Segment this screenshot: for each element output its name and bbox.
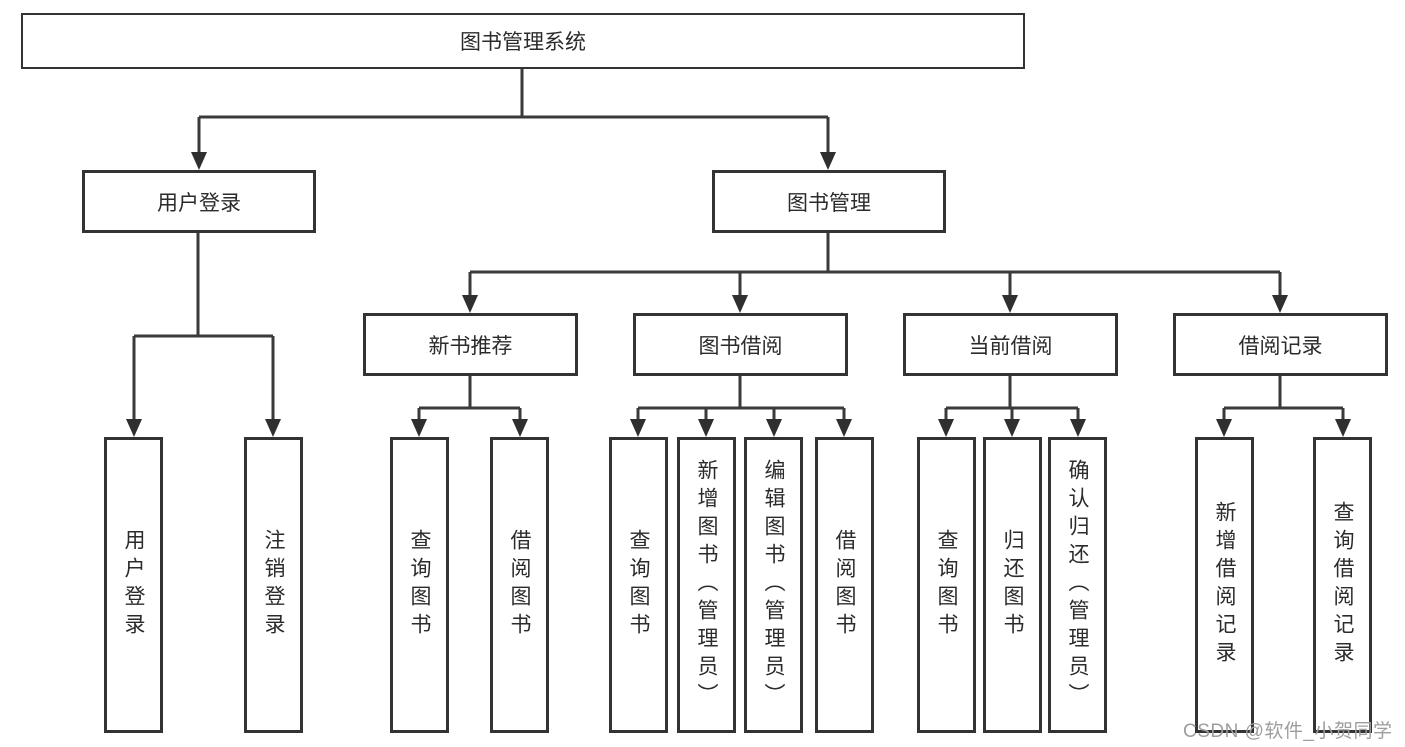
arrowhead-icon xyxy=(766,419,782,437)
leaf-current-return-label: 归还图书 xyxy=(1001,529,1024,641)
leaf-borrowing-query-label: 查询图书 xyxy=(627,529,650,641)
leaf-borrowing-borrow: 借阅图书 xyxy=(815,437,874,733)
edge-new-books-split xyxy=(417,376,522,421)
csdn-watermark: CSDN @软件_小贺同学 xyxy=(1183,721,1393,742)
arrowhead-icon xyxy=(630,419,646,437)
edge-book-mgmt-split xyxy=(468,232,1282,297)
leaf-borrowing-edit-admin-label: 编辑图书（管理员） xyxy=(762,459,785,711)
arrowhead-icon xyxy=(191,152,207,170)
node-book-management-label: 图书管理 xyxy=(787,191,871,215)
leaf-current-return: 归还图书 xyxy=(983,437,1042,733)
edge-root-split xyxy=(197,68,830,154)
leaf-user-login: 用户登录 xyxy=(104,437,163,733)
arrowheads xyxy=(126,152,1351,437)
arrowhead-icon xyxy=(1002,295,1018,313)
node-new-books-label: 新书推荐 xyxy=(428,334,513,358)
leaf-current-query-label: 查询图书 xyxy=(935,529,958,641)
leaf-newbooks-query-label: 查询图书 xyxy=(408,529,431,641)
edge-current-borrowing-split xyxy=(944,376,1080,421)
leaf-borrowing-add-admin-label: 新增图书（管理员） xyxy=(695,459,718,711)
edge-borrowing-records-split xyxy=(1222,376,1345,421)
arrowhead-icon xyxy=(512,419,528,437)
arrowhead-icon xyxy=(462,295,478,313)
arrowhead-icon xyxy=(411,419,427,437)
arrowhead-icon xyxy=(698,419,714,437)
arrowhead-icon xyxy=(1004,419,1020,437)
node-new-books: 新书推荐 xyxy=(363,313,578,376)
edge-user-login-split xyxy=(132,232,275,421)
node-current-borrowing-label: 当前借阅 xyxy=(968,334,1053,358)
leaf-current-confirm-admin: 确认归还（管理员） xyxy=(1048,437,1107,733)
leaf-newbooks-borrow-label: 借阅图书 xyxy=(508,529,531,641)
arrowhead-icon xyxy=(1272,295,1288,313)
leaf-records-add: 新增借阅记录 xyxy=(1195,437,1254,733)
arrowhead-icon xyxy=(820,152,836,170)
tree-edges xyxy=(132,68,1345,421)
arrowhead-icon xyxy=(836,419,852,437)
arrowhead-icon xyxy=(938,419,954,437)
arrowhead-icon xyxy=(1070,419,1086,437)
arrowhead-icon xyxy=(1216,419,1232,437)
edge-book-borrowing-split xyxy=(636,376,846,421)
node-book-management: 图书管理 xyxy=(712,170,946,233)
node-current-borrowing: 当前借阅 xyxy=(903,313,1118,376)
leaf-borrowing-borrow-label: 借阅图书 xyxy=(833,529,856,641)
node-user-login-label: 用户登录 xyxy=(157,191,241,215)
leaf-records-query-label: 查询借阅记录 xyxy=(1331,501,1354,669)
arrowhead-icon xyxy=(732,295,748,313)
node-root-library-system: 图书管理系统 xyxy=(21,13,1025,69)
leaf-borrowing-query: 查询图书 xyxy=(609,437,668,733)
leaf-current-confirm-admin-label: 确认归还（管理员） xyxy=(1066,459,1089,711)
leaf-borrowing-edit-admin: 编辑图书（管理员） xyxy=(744,437,803,733)
node-book-borrowing: 图书借阅 xyxy=(633,313,848,376)
node-user-login: 用户登录 xyxy=(82,170,316,233)
leaf-logout: 注销登录 xyxy=(244,437,303,733)
node-root-label: 图书管理系统 xyxy=(460,31,586,54)
leaf-records-add-label: 新增借阅记录 xyxy=(1213,501,1236,669)
leaf-newbooks-borrow: 借阅图书 xyxy=(490,437,549,733)
arrowhead-icon xyxy=(265,419,281,437)
leaf-current-query: 查询图书 xyxy=(917,437,976,733)
arrowhead-icon xyxy=(1335,419,1351,437)
node-borrowing-records-label: 借阅记录 xyxy=(1238,334,1323,358)
leaf-borrowing-add-admin: 新增图书（管理员） xyxy=(677,437,736,733)
leaf-logout-label: 注销登录 xyxy=(262,529,285,641)
node-borrowing-records: 借阅记录 xyxy=(1173,313,1388,376)
leaf-newbooks-query: 查询图书 xyxy=(390,437,449,733)
node-book-borrowing-label: 图书借阅 xyxy=(698,334,783,358)
leaf-user-login-label: 用户登录 xyxy=(122,529,145,641)
leaf-records-query: 查询借阅记录 xyxy=(1313,437,1372,733)
arrowhead-icon xyxy=(126,419,142,437)
